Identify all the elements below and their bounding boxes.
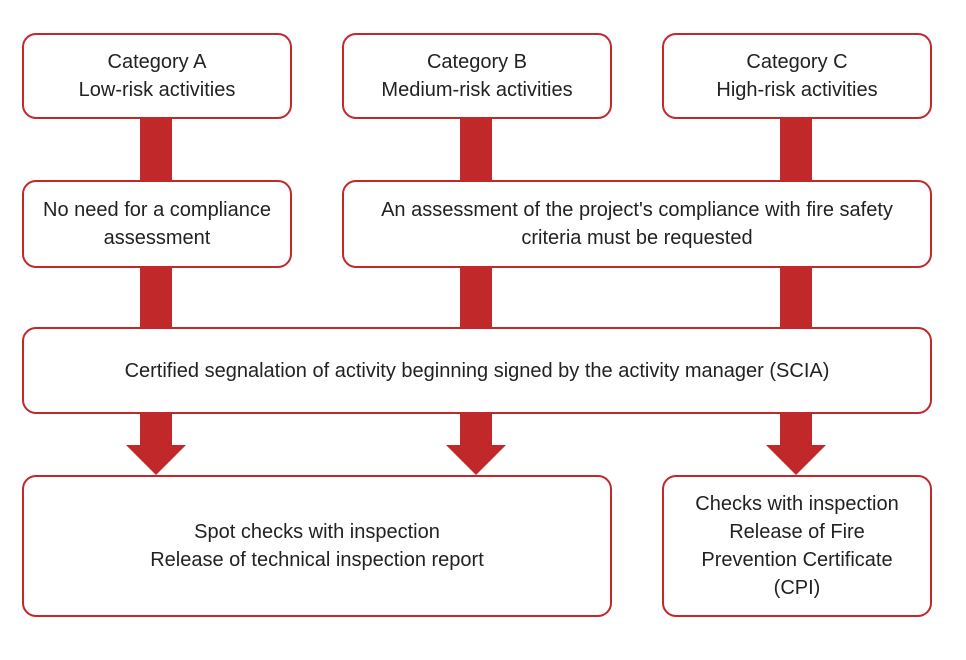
arrow-shaft-c xyxy=(780,412,812,446)
category-b-title: Category B xyxy=(426,51,528,73)
spot-checks-line2: Release of technical inspection report xyxy=(150,549,484,571)
connector-c-mid xyxy=(780,266,812,330)
category-a-subtitle: Low-risk activities xyxy=(78,79,236,101)
checks-cpi-line3: Prevention Certificate xyxy=(701,549,893,571)
category-c-subtitle: High-risk activities xyxy=(716,79,878,101)
assessment-required-line1: An assessment of the project's complianc… xyxy=(381,199,893,221)
connector-c-top xyxy=(780,118,812,182)
category-b-subtitle: Medium-risk activities xyxy=(381,79,573,101)
checks-cpi-line4: (CPI) xyxy=(773,577,821,599)
arrow-head-b xyxy=(446,445,506,475)
connector-a-mid xyxy=(140,266,172,330)
checks-cpi-line1: Checks with inspection xyxy=(695,493,899,515)
arrow-shaft-b xyxy=(460,412,492,446)
category-a-box: Category A Low-risk activities xyxy=(22,33,292,119)
scia-text: Certified segnalation of activity beginn… xyxy=(124,359,830,382)
assessment-required-box: An assessment of the project's complianc… xyxy=(342,180,932,268)
no-assessment-line1: No need for a compliance xyxy=(43,199,271,221)
spot-checks-box: Spot checks with inspection Release of t… xyxy=(22,475,612,617)
connector-a-top xyxy=(140,118,172,182)
no-assessment-box: No need for a compliance assessment xyxy=(22,180,292,268)
connector-b-top xyxy=(460,118,492,182)
category-c-box: Category C High-risk activities xyxy=(662,33,932,119)
category-a-title: Category A xyxy=(107,51,207,73)
category-c-title: Category C xyxy=(746,51,848,73)
scia-box: Certified segnalation of activity beginn… xyxy=(22,327,932,414)
category-b-box: Category B Medium-risk activities xyxy=(342,33,612,119)
connector-b-mid xyxy=(460,266,492,330)
assessment-required-line2: criteria must be requested xyxy=(521,227,753,249)
no-assessment-line2: assessment xyxy=(103,227,211,249)
arrow-head-a xyxy=(126,445,186,475)
checks-cpi-line2: Release of Fire xyxy=(729,521,865,543)
spot-checks-line1: Spot checks with inspection xyxy=(194,521,440,543)
checks-cpi-box: Checks with inspection Release of Fire P… xyxy=(662,475,932,617)
arrow-head-c xyxy=(766,445,826,475)
arrow-shaft-a xyxy=(140,412,172,446)
